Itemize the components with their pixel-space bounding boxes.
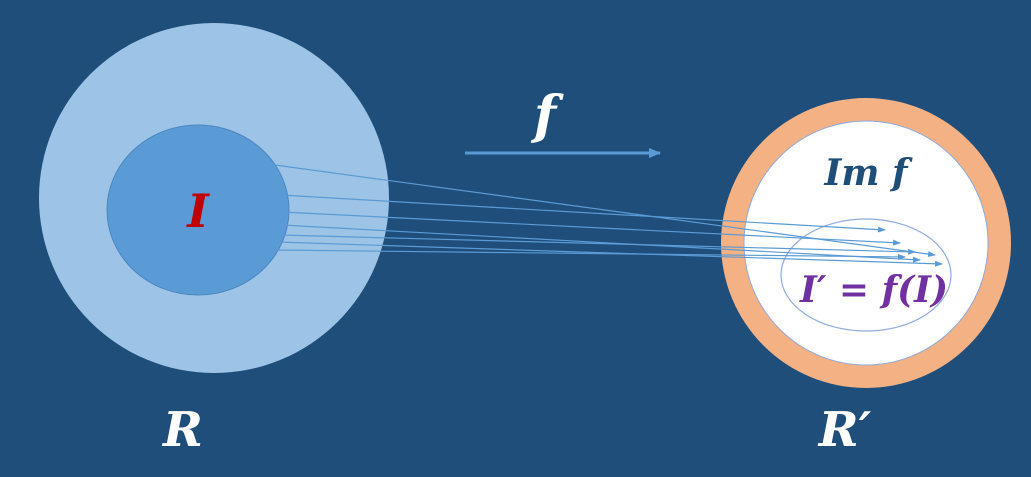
image-circle <box>743 120 989 366</box>
mapping-arrow <box>279 194 886 233</box>
mapping-arrow <box>279 234 916 255</box>
image-label: Im f <box>824 152 913 194</box>
image-ideal-label: I′ = f(I) <box>799 269 948 311</box>
map-label: f <box>530 85 564 146</box>
mapping-arrows <box>274 164 943 267</box>
ideal-circle <box>106 124 290 296</box>
ideal-label: I <box>185 184 210 238</box>
mapping-arrow <box>281 224 921 263</box>
domain-ring-label: R <box>161 402 203 458</box>
image-ideal-ellipse <box>780 218 952 332</box>
mapping-arrow <box>275 249 906 260</box>
mapping-arrow <box>277 241 943 267</box>
mapping-arrow <box>274 164 936 258</box>
codomain-ring-label: R′ <box>817 402 872 458</box>
mapping-arrow <box>281 211 901 246</box>
